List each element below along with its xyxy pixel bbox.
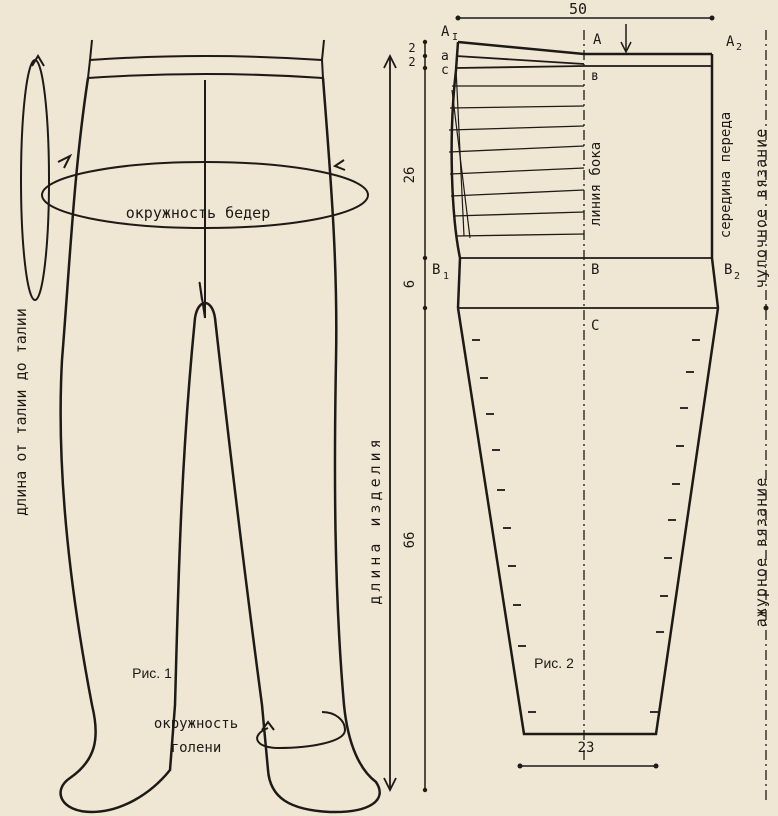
- bottom-width-dot-left: [517, 763, 523, 769]
- line-c: [455, 65, 712, 69]
- line-a: [455, 55, 585, 65]
- front-center-label: середина переда: [718, 112, 734, 238]
- waist-loop: [20, 59, 50, 301]
- hip-label: окружность бедер: [126, 204, 271, 222]
- point-c: c: [441, 63, 449, 78]
- figure-2-caption: Рис. 2: [534, 655, 574, 671]
- dim-tick-4: [422, 255, 428, 261]
- product-length-arrow-bottom-icon: [383, 777, 397, 793]
- waist-to-waist-label: длина от талии до талии: [12, 308, 30, 516]
- hip-arrow-icon: [57, 153, 73, 169]
- shin-label-line2: голени: [171, 740, 222, 756]
- left-contour: [450, 41, 462, 309]
- top-width-dot-right: [709, 15, 715, 21]
- point-B1-sub: 1: [443, 271, 449, 282]
- product-length-label: длина изделия: [366, 435, 384, 604]
- right-margin-dot: [763, 305, 769, 311]
- dim-2a: 2: [408, 41, 415, 55]
- point-B2-sub: 2: [734, 271, 740, 282]
- shin-ring: [256, 711, 347, 750]
- dim-2b: 2: [408, 55, 415, 69]
- bottom-width-value: 23: [578, 740, 595, 756]
- figure-1-caption: Рис. 1: [132, 665, 172, 681]
- leg-contour: [456, 307, 720, 736]
- product-length-arrow-top-icon: [383, 53, 397, 69]
- top-width-dot-left: [455, 15, 461, 21]
- crotch-seam: [198, 281, 206, 319]
- side-line-label: линия бока: [588, 142, 604, 226]
- waist-arrow-icon: [620, 41, 632, 54]
- dim-26: 26: [402, 167, 418, 184]
- point-B: B: [591, 262, 599, 278]
- dim-tick-1: [422, 39, 428, 45]
- waistband: [86, 59, 325, 80]
- figure-2: 50 2 2 26 6 66: [402, 0, 770, 800]
- waist-line: [457, 40, 712, 56]
- dim-tick-5: [422, 305, 428, 311]
- tights-outline: [59, 77, 381, 814]
- openwork-knit-label: ажурное вязание: [752, 477, 770, 627]
- stocking-knit-label: чулочное вязание: [752, 128, 770, 289]
- increase-marks: [472, 339, 700, 713]
- bottom-width-dot-right: [653, 763, 659, 769]
- shin-arrow-icon: [261, 720, 275, 731]
- waistband-top: [88, 39, 325, 62]
- point-a: a: [441, 49, 449, 64]
- top-width-value: 50: [569, 0, 587, 18]
- point-v: в: [591, 69, 599, 84]
- point-A1-sub: I: [452, 32, 458, 43]
- figure-1: окружность бедер длина от талии до талии…: [12, 39, 397, 814]
- dim-66: 66: [402, 532, 418, 549]
- dim-6: 6: [402, 280, 418, 288]
- point-A: A: [593, 32, 602, 48]
- point-A2-sub: 2: [736, 42, 742, 53]
- point-C: C: [591, 318, 599, 334]
- point-A1: A: [441, 24, 450, 40]
- dim-tick-6: [422, 787, 428, 793]
- hip-arrow-icon-2: [332, 159, 346, 171]
- dim-tick-2: [422, 53, 428, 59]
- point-B2: B: [724, 262, 732, 278]
- waist-loop-arrow-icon: [31, 54, 45, 67]
- hip-circumference-ring: [41, 161, 369, 229]
- dim-tick-3: [422, 65, 428, 71]
- shin-label-line1: окружность: [154, 716, 238, 732]
- point-B1: B: [432, 262, 440, 278]
- point-A2: A: [726, 34, 735, 50]
- shaping-hatching: [448, 67, 585, 239]
